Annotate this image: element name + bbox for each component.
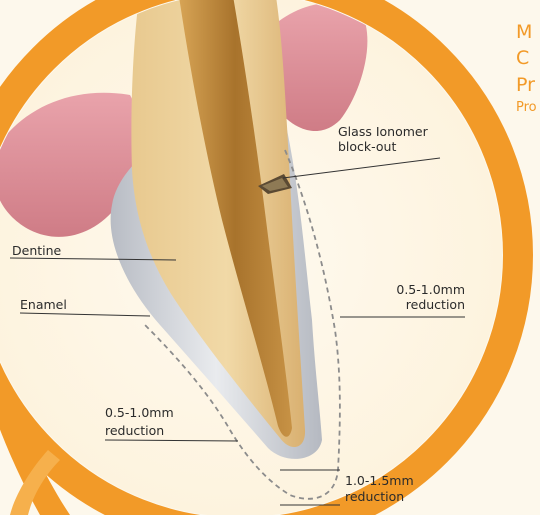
incisal-reduction-label-line2: reduction bbox=[345, 489, 404, 504]
incisal-reduction-label-line1: 1.0-1.5mm bbox=[345, 473, 414, 488]
glass-ionomer-label-line1: Glass Ionomer bbox=[338, 124, 428, 139]
glass-ionomer-label-line2: block-out bbox=[338, 139, 396, 154]
enamel-label: Enamel bbox=[20, 297, 67, 312]
dentine-label: Dentine bbox=[12, 243, 61, 258]
lingual-reduction-label-line2: reduction bbox=[105, 423, 164, 438]
heading-line-4: Pro bbox=[516, 100, 537, 116]
heading-line-2: C bbox=[516, 46, 529, 70]
labial-reduction-label-line2: reduction bbox=[380, 297, 465, 312]
lingual-reduction-label-line1: 0.5-1.0mm bbox=[105, 405, 174, 420]
heading-line-1: M bbox=[516, 20, 532, 44]
heading-line-3: Pr bbox=[516, 73, 535, 97]
labial-reduction-label-line1: 0.5-1.0mm bbox=[380, 282, 465, 297]
